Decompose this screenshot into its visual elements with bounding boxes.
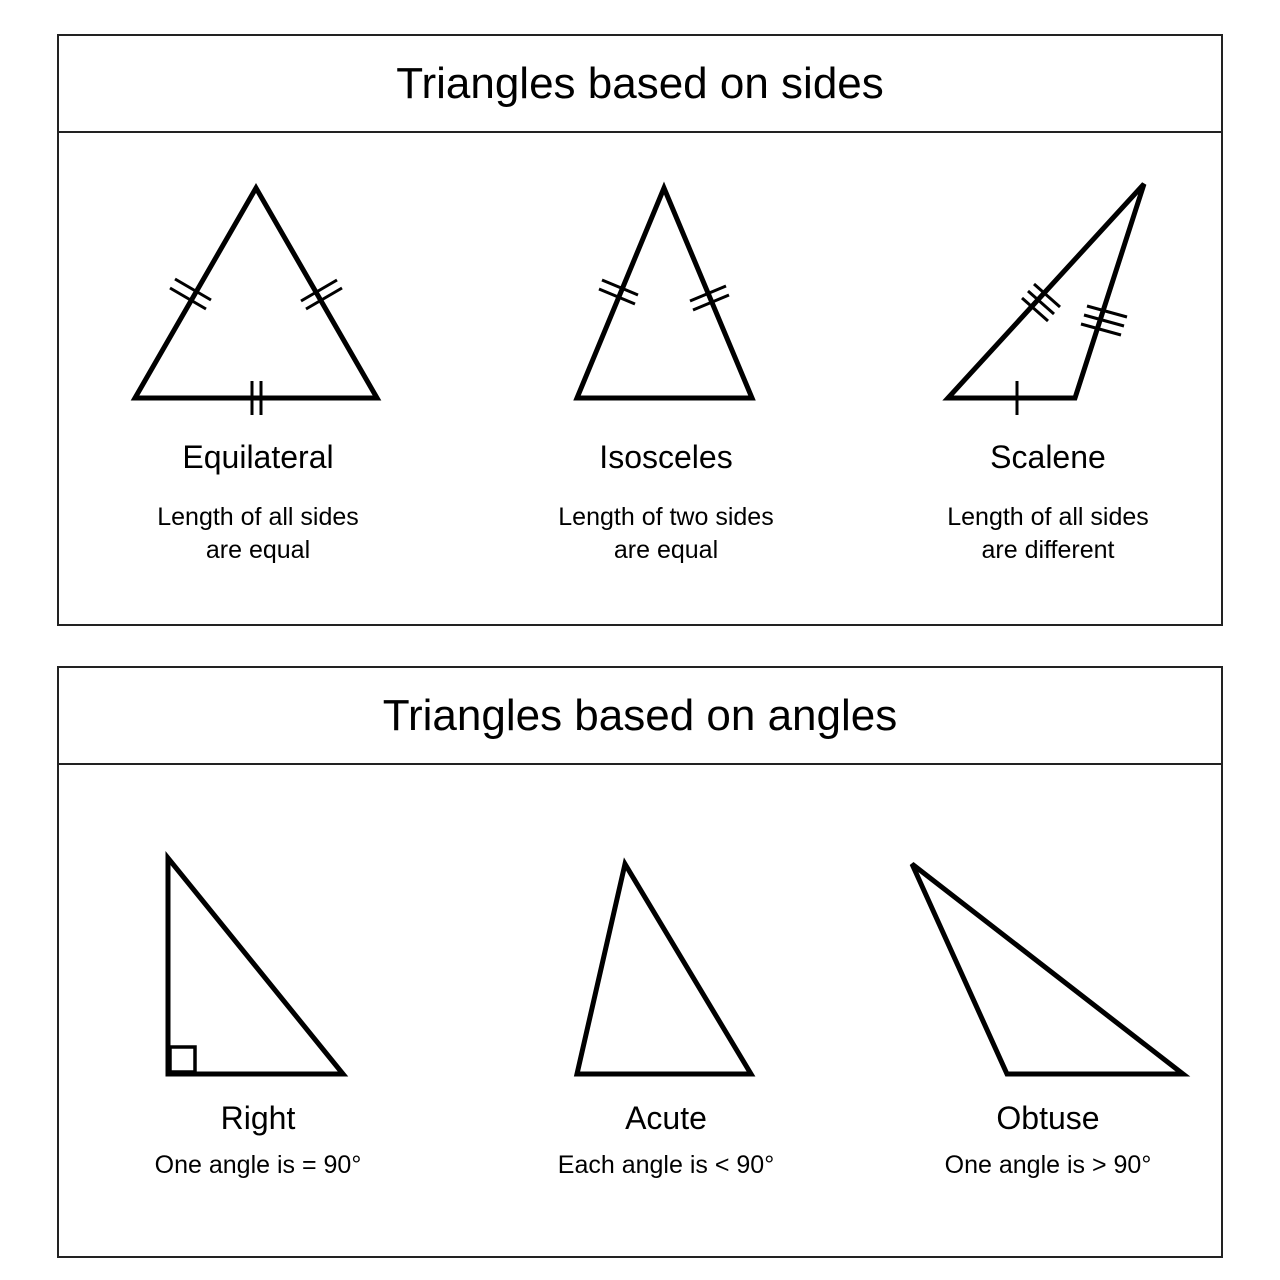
isosceles-left-tick-marks <box>598 278 639 306</box>
isosceles-label: Isosceles <box>599 439 733 475</box>
angles-panel-art <box>165 850 1191 1077</box>
right-triangle <box>165 850 349 1077</box>
angles-panel-title: Triangles based on angles <box>59 668 1221 765</box>
scalene-desc-line1: Length of all sides <box>947 503 1149 531</box>
angles-panel: Triangles based on angles Right One angl… <box>57 666 1223 1258</box>
equilateral-right-tick-marks <box>300 278 343 311</box>
isosceles-right-tick-marks <box>689 284 730 312</box>
scalene-hypotenuse-tick-marks <box>1021 282 1061 323</box>
scalene-right-side-tick-marks <box>1080 304 1128 337</box>
sides-panel-art <box>130 181 1147 415</box>
obtuse-label: Obtuse <box>996 1100 1100 1136</box>
sides-panel-title: Triangles based on sides <box>59 36 1221 133</box>
right-label: Right <box>220 1100 296 1136</box>
scalene-desc-line2: are different <box>981 536 1115 564</box>
scalene-label: Scalene <box>990 439 1106 475</box>
right-desc: One angle is = 90° <box>154 1151 362 1179</box>
equilateral-triangle <box>130 182 382 415</box>
equilateral-left-tick-marks <box>169 277 212 311</box>
obtuse-desc: One angle is > 90° <box>944 1151 1152 1179</box>
right-angle-marker <box>168 1045 197 1074</box>
isosceles-desc-line2: are equal <box>613 536 719 564</box>
equilateral-desc-line1: Length of all sides <box>157 503 359 531</box>
acute-desc: Each angle is < 90° <box>557 1151 775 1179</box>
sides-panel: Triangles based on sides <box>57 34 1223 626</box>
equilateral-desc-line2: are equal <box>205 536 311 564</box>
scalene-triangle <box>942 182 1147 415</box>
acute-triangle <box>573 857 756 1077</box>
equilateral-label: Equilateral <box>182 439 334 475</box>
isosceles-triangle <box>573 181 756 401</box>
obtuse-triangle <box>909 862 1191 1077</box>
equilateral-base-tick-marks <box>250 381 263 415</box>
acute-label: Acute <box>625 1100 707 1136</box>
isosceles-desc-line1: Length of two sides <box>558 503 774 531</box>
